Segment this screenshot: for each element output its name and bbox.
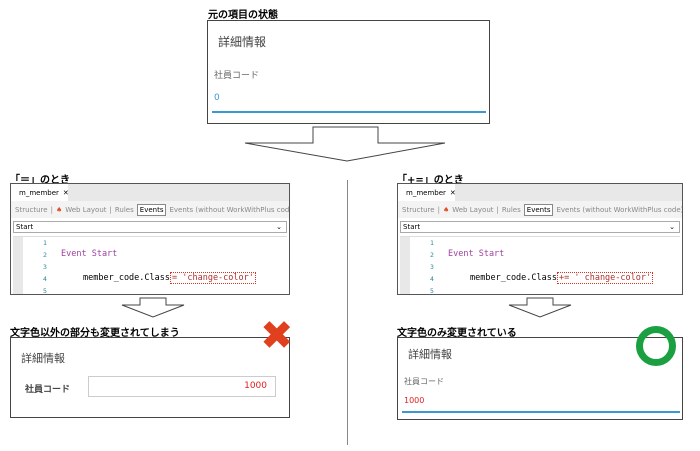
tab-web-layout[interactable]: Web Layout (65, 205, 107, 214)
tab-rules[interactable]: Rules (114, 205, 134, 214)
web-layout-icon: ♠ (55, 205, 63, 214)
cross-icon: ✖ (260, 313, 294, 359)
member-code-input[interactable]: 1000 (88, 376, 276, 397)
event-dropdown[interactable]: Start⌄ (13, 221, 287, 233)
chevron-down-icon: ⌄ (669, 223, 675, 231)
close-icon[interactable]: ✕ (62, 188, 69, 197)
event-dropdown[interactable]: Start⌄ (400, 221, 680, 233)
input-underline (402, 411, 680, 413)
down-arrow-icon (244, 126, 446, 162)
tab-m-member[interactable]: m_member✕ (11, 184, 69, 201)
tab-rules[interactable]: Rules (501, 205, 521, 214)
tab-web-layout[interactable]: Web Layout (452, 205, 494, 214)
highlight-operator: = 'change-color' (170, 272, 256, 284)
tab-events-without-wwp[interactable]: Events (without WorkWithPlus code) (556, 205, 683, 214)
tab-events-without-wwp[interactable]: Events (without WorkWithPlus code) (169, 205, 290, 214)
tab-structure[interactable]: Structure (402, 205, 435, 214)
field-label: 社員コード (404, 377, 444, 386)
right-result-label: 文字色のみ変更されている (397, 328, 517, 339)
left-editor: m_member✕ Structure| ♠Web Layout| Rules … (10, 183, 290, 295)
field-label: 社員コード (214, 71, 260, 81)
code-editor[interactable]: 1 2 3 4 5 Event Start member_code.Class+… (400, 236, 680, 294)
divider (347, 180, 348, 445)
input-underline (212, 111, 486, 113)
circle-icon (636, 326, 676, 366)
original-label: 元の項目の状態 (208, 10, 278, 21)
down-arrow-icon (121, 297, 185, 318)
chevron-down-icon: ⌄ (276, 223, 282, 231)
down-arrow-icon (508, 297, 572, 318)
close-icon[interactable]: ✕ (449, 188, 456, 197)
left-result-panel: 詳細情報 社員コード 1000 (10, 337, 290, 418)
tab-events[interactable]: Events (523, 203, 554, 216)
right-editor: m_member✕ Structure| ♠Web Layout| Rules … (397, 183, 683, 295)
original-panel: 詳細情報 社員コード 0 (207, 20, 490, 124)
tab-structure[interactable]: Structure (15, 205, 48, 214)
code-event-line: Event Start (61, 249, 118, 259)
code-editor[interactable]: 1 2 3 4 5 Event Start member_code.Class=… (13, 236, 287, 294)
section-title: 詳細情報 (21, 352, 65, 365)
code-event-line: Event Start (448, 249, 505, 259)
tab-m-member[interactable]: m_member✕ (398, 184, 456, 201)
code-assign-line: member_code.Class+= ' change-color' (470, 272, 654, 284)
left-result-label: 文字色以外の部分も変更されてしまう (10, 328, 180, 339)
section-title: 詳細情報 (408, 348, 452, 361)
highlight-operator: += ' change-color' (557, 272, 654, 284)
left-label: 「＝」のとき (10, 175, 70, 186)
tab-events[interactable]: Events (136, 203, 167, 216)
member-code-input[interactable]: 0 (214, 93, 220, 103)
right-result-panel: 詳細情報 社員コード 1000 (397, 337, 683, 420)
section-title: 詳細情報 (218, 35, 267, 49)
field-label: 社員コード (25, 385, 71, 395)
web-layout-icon: ♠ (442, 205, 450, 214)
member-code-input[interactable]: 1000 (404, 396, 425, 405)
code-assign-line: member_code.Class= 'change-color' (83, 272, 256, 284)
right-label: 「+=」のとき (397, 175, 464, 186)
